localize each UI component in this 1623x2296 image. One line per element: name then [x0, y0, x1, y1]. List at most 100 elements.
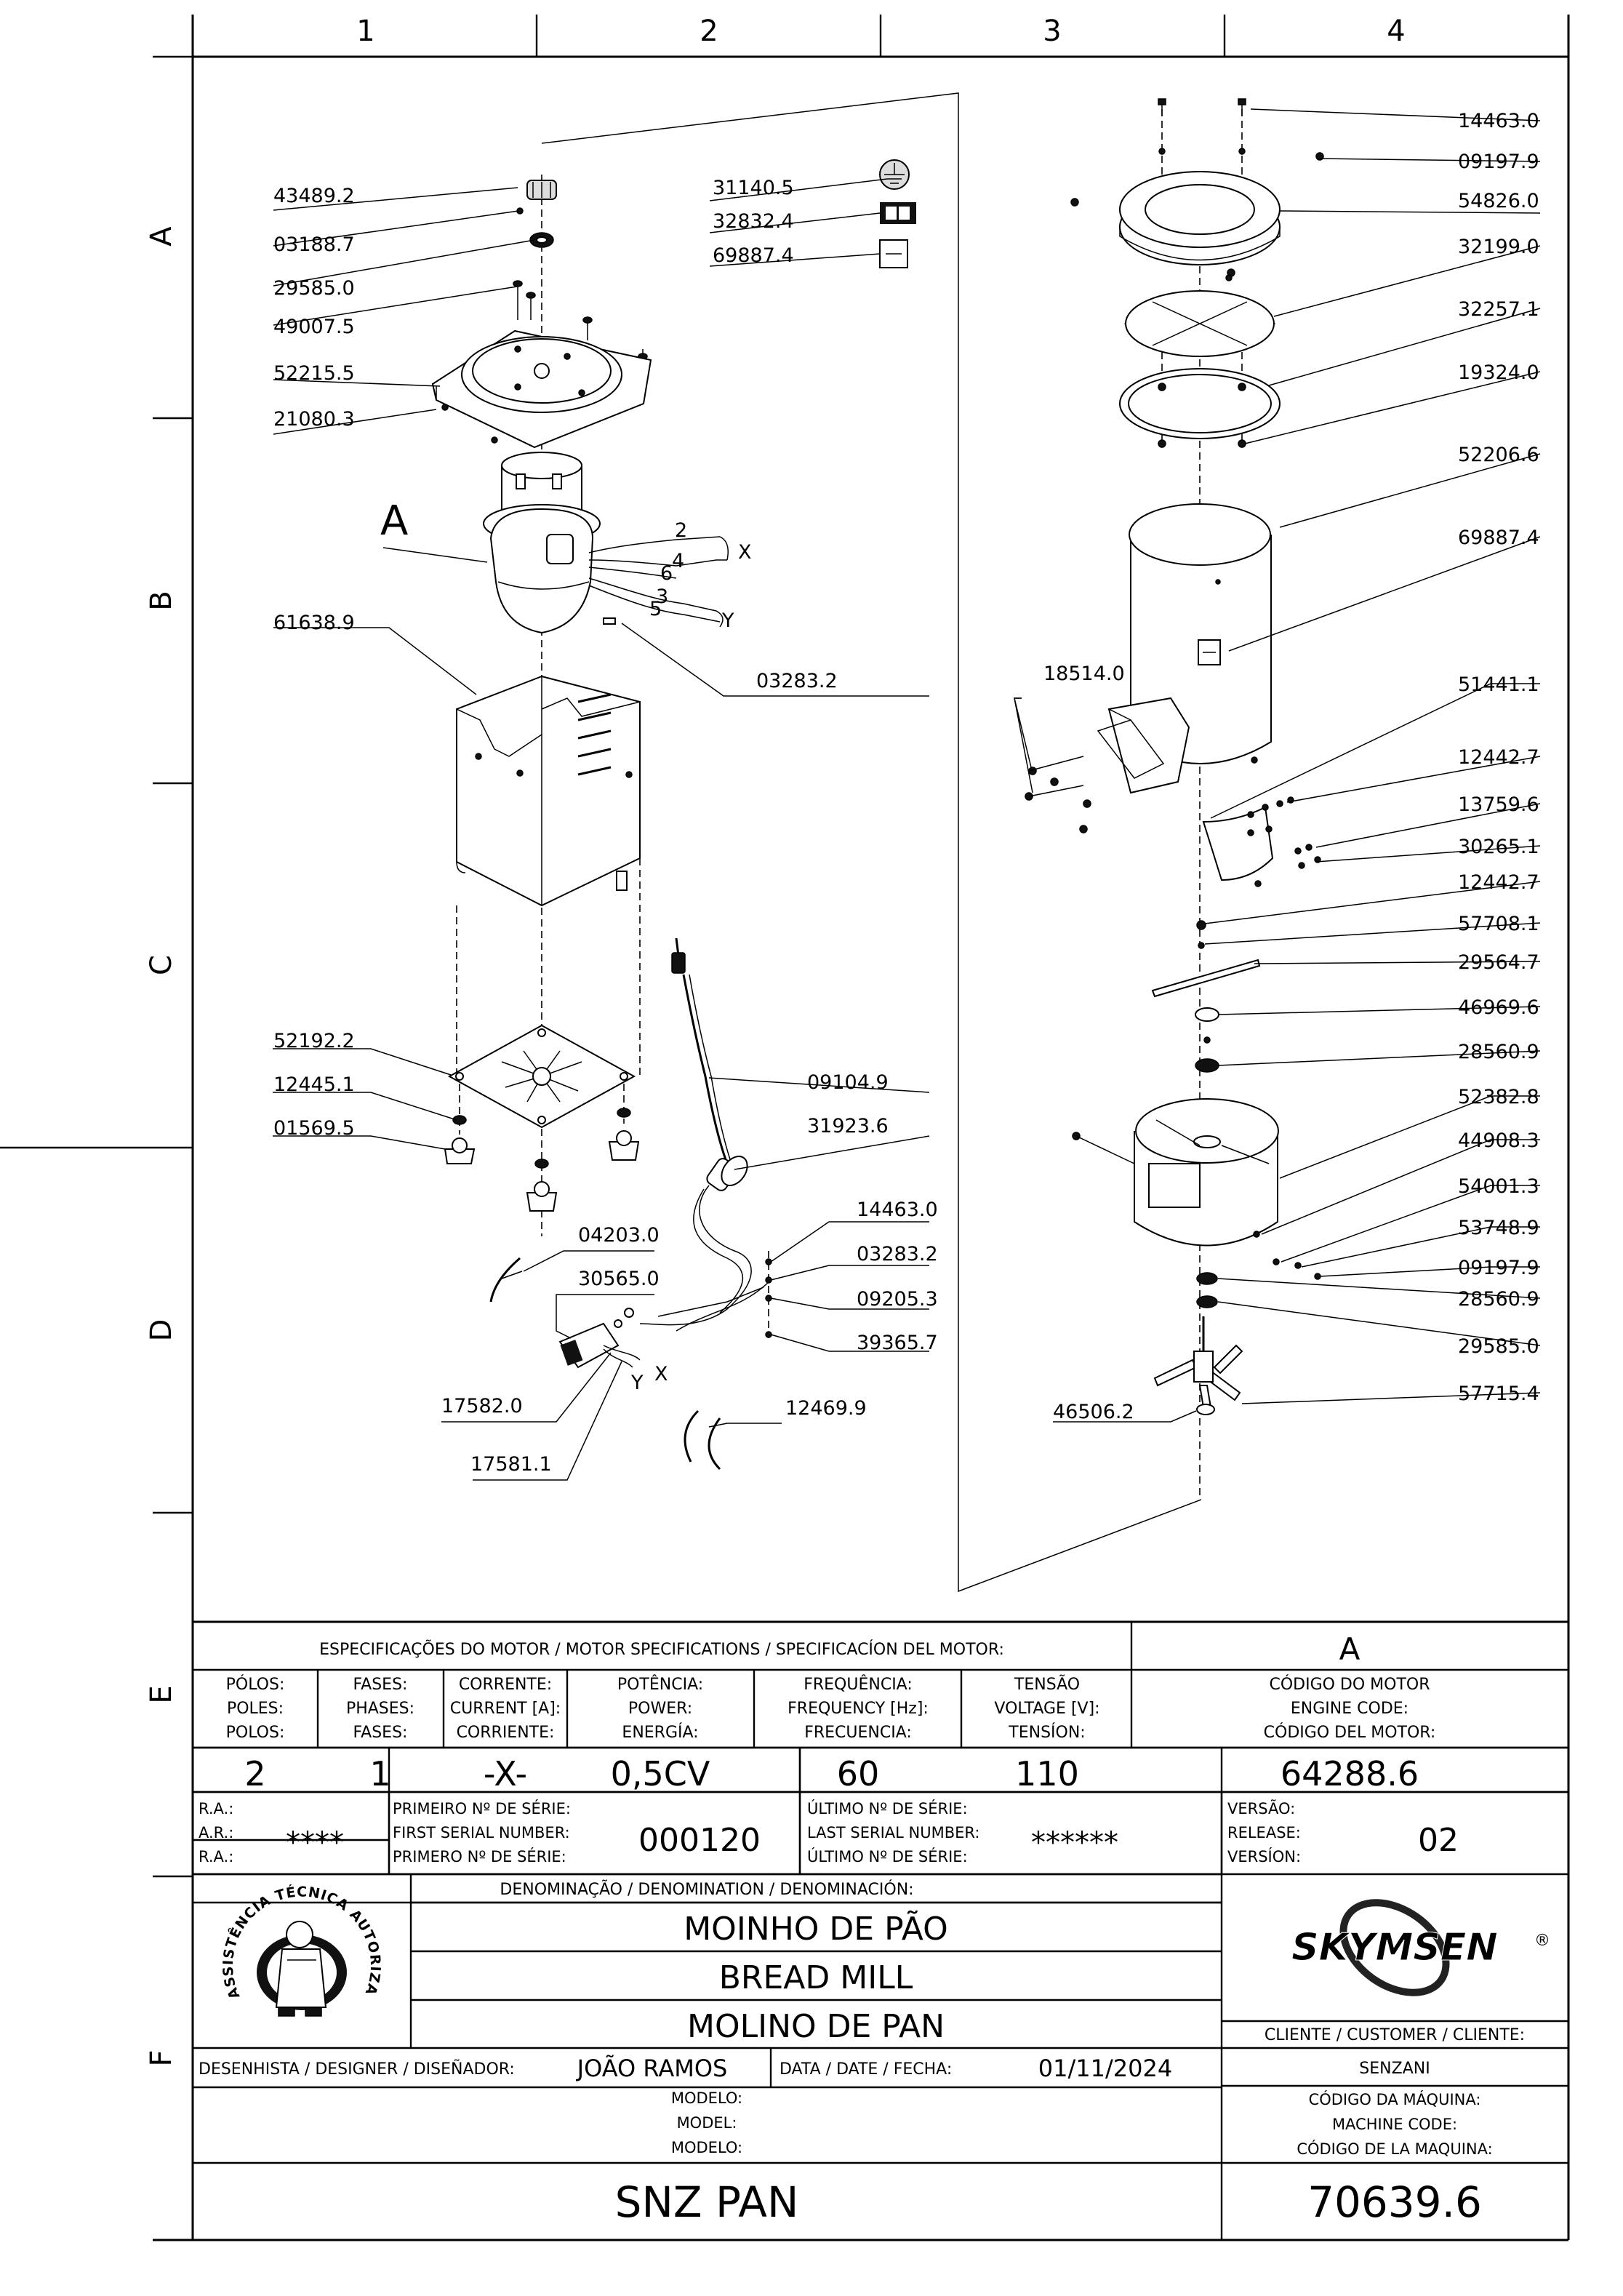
svg-text:POLES:: POLES:	[227, 1700, 284, 1718]
part-label: 43489.2	[273, 185, 355, 207]
version-value: 02	[1418, 1822, 1459, 1859]
svg-text:R.A.:: R.A.:	[199, 1848, 233, 1865]
denomination-block: DENOMINAÇÃO / DENOMINATION / DENOMINACIÓ…	[193, 1879, 1222, 2045]
svg-text:PRIMERO Nº DE SÉRIE:: PRIMERO Nº DE SÉRIE:	[393, 1847, 566, 1865]
svg-text:A.R.:: A.R.:	[199, 1824, 233, 1841]
leader-lines	[273, 108, 1541, 1481]
svg-text:POTÊNCIA:: POTÊNCIA:	[617, 1675, 703, 1694]
part-label: 09205.3	[857, 1288, 938, 1311]
part-label: 57708.1	[1458, 913, 1539, 935]
svg-text:PHASES:: PHASES:	[346, 1700, 414, 1718]
part-label: 29585.0	[1458, 1335, 1539, 1358]
part-label: 30565.0	[578, 1268, 660, 1290]
knob-43489-2	[516, 180, 557, 215]
part-label: 13759.6	[1458, 793, 1539, 816]
denomination-en: BREAD MILL	[719, 1959, 913, 1996]
svg-text:FASES:: FASES:	[353, 1676, 408, 1694]
part-label: 44908.3	[1458, 1129, 1539, 1152]
machine-code-value: 70639.6	[1307, 2177, 1482, 2227]
part-label: 04203.0	[578, 1224, 660, 1247]
svg-text:PÓLOS:: PÓLOS:	[226, 1675, 285, 1694]
svg-text:MODELO:: MODELO:	[671, 2089, 742, 2107]
part-label: 19324.0	[1458, 361, 1539, 384]
base-plate-52192-2	[447, 1024, 636, 1129]
brand-reg: ®	[1534, 1932, 1550, 1950]
part-label: 14463.0	[1458, 110, 1539, 132]
bowl-52382-8	[1072, 1098, 1321, 1280]
part-label: 57715.4	[1458, 1383, 1539, 1405]
motor-spec-title: ESPECIFICAÇÕES DO MOTOR / MOTOR SPECIFIC…	[319, 1639, 1004, 1659]
svg-text:POLOS:: POLOS:	[226, 1724, 285, 1742]
svg-text:FREQUENCY [Hz]:: FREQUENCY [Hz]:	[788, 1700, 929, 1718]
svg-text:FASES:: FASES:	[353, 1724, 408, 1742]
motor-poles-value: 2	[244, 1754, 265, 1793]
svg-text:CURRENT [A]:: CURRENT [A]:	[450, 1700, 561, 1718]
part-label: 46969.6	[1458, 996, 1539, 1019]
svg-text:MACHINE CODE:: MACHINE CODE:	[1332, 2116, 1457, 2133]
part-label: 09104.9	[807, 1071, 889, 1094]
part-label: 14463.0	[857, 1199, 938, 1221]
wire-label-6: 6	[660, 562, 673, 585]
svg-text:MODEL:: MODEL:	[677, 2114, 737, 2132]
part-label: 03283.2	[857, 1243, 938, 1265]
housing-61638-9	[456, 675, 641, 907]
wire-label-X: X	[738, 541, 752, 564]
skymsen-logo: SKYMSEN ®	[1291, 1899, 1550, 1996]
part-label: 32832.4	[713, 210, 794, 233]
wire-04203-0	[489, 1257, 521, 1303]
svg-text:POWER:: POWER:	[628, 1700, 692, 1718]
designer-name: JOÃO RAMOS	[576, 2055, 728, 2082]
svg-text:R.A.:: R.A.:	[199, 1800, 233, 1817]
svg-text:TENSÍON:: TENSÍON:	[1008, 1723, 1085, 1742]
designer-label: DESENHISTA / DESIGNER / DISEÑADOR:	[199, 2059, 515, 2079]
part-label: 12469.9	[785, 1397, 867, 1420]
gasket-32257-1	[1119, 368, 1281, 448]
svg-text:VOLTAGE [V]:: VOLTAGE [V]:	[994, 1700, 1099, 1718]
customer-value: SENZANI	[1359, 2060, 1430, 2078]
grid-labels: 1 2 3 4 A B C D E F	[145, 15, 1406, 2067]
motor-current-value: -X-	[484, 1754, 527, 1793]
part-label: 52382.8	[1458, 1086, 1539, 1108]
part-label: 12442.7	[1458, 746, 1539, 769]
assembly-divider	[541, 92, 1202, 1593]
grid-row-C: C	[145, 955, 178, 975]
part-label: 32257.1	[1458, 298, 1539, 321]
wire-label-5: 5	[649, 598, 662, 620]
wire-label-X2: X	[654, 1363, 668, 1385]
motor-specifications: ESPECIFICAÇÕES DO MOTOR / MOTOR SPECIFIC…	[193, 1631, 1568, 1793]
part-label: 52192.2	[273, 1030, 355, 1052]
grid-col-3: 3	[1043, 15, 1061, 48]
part-label: 52215.5	[273, 362, 355, 385]
part-label: 28560.9	[1458, 1041, 1539, 1063]
part-label: 39365.7	[857, 1332, 938, 1354]
wire-label-Y: Y	[721, 609, 734, 632]
cross-blade-57715-4	[1153, 1316, 1243, 1408]
part-label: 03188.7	[273, 233, 355, 256]
customer-block: CLIENTE / CUSTOMER / CLIENTE: SENZANI	[1265, 2026, 1525, 2078]
svg-text:TENSÃO: TENSÃO	[1014, 1674, 1080, 1694]
ra-value: ****	[286, 1826, 344, 1860]
part-label: 29585.0	[273, 277, 355, 300]
grid-col-4: 4	[1387, 15, 1405, 48]
part-label: 54826.0	[1458, 190, 1539, 212]
svg-text:FIRST SERIAL NUMBER:: FIRST SERIAL NUMBER:	[393, 1824, 570, 1841]
grid-row-D: D	[145, 1319, 178, 1342]
blade-29564-7	[1151, 959, 1261, 998]
motor-power-value: 0,5CV	[611, 1754, 710, 1793]
svg-text:ÚLTIMO Nº DE SÉRIE:: ÚLTIMO Nº DE SÉRIE:	[807, 1847, 968, 1865]
customer-label: CLIENTE / CUSTOMER / CLIENTE:	[1265, 2026, 1525, 2044]
part-label: 30265.1	[1458, 836, 1539, 858]
svg-text:CÓDIGO DO MOTOR: CÓDIGO DO MOTOR	[1269, 1675, 1430, 1694]
svg-text:MODELO:: MODELO:	[671, 2139, 742, 2156]
switch-30565-0: X Y	[558, 1308, 668, 1394]
part-label: 12442.7	[1458, 871, 1539, 894]
model-value: SNZ PAN	[615, 2177, 799, 2227]
denomination-label: DENOMINAÇÃO / DENOMINATION / DENOMINACIÓ…	[500, 1879, 913, 1899]
wire-label-Y2: Y	[630, 1372, 644, 1394]
first-serial-value: 000120	[638, 1822, 761, 1859]
part-label: 09197.9	[1458, 151, 1539, 173]
part-label: 01569.5	[273, 1117, 355, 1140]
motor-voltage-value: 110	[1015, 1754, 1079, 1793]
left-assembly-drawing: 2 4 6 3 5 X Y	[431, 159, 916, 1471]
denomination-es: MOLINO DE PAN	[687, 2008, 945, 2045]
